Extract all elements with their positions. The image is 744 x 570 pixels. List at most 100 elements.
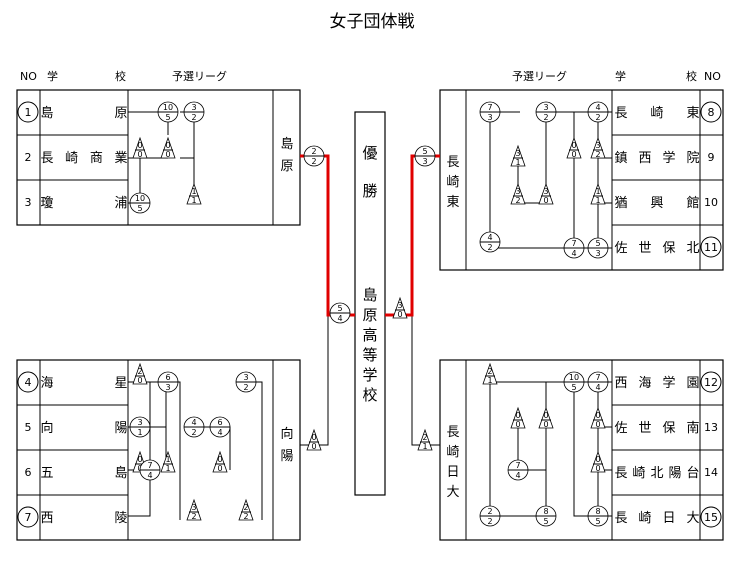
score-bottom: 5 xyxy=(165,113,170,122)
team-name-char: 西 xyxy=(638,151,651,166)
seed-circle xyxy=(700,371,722,393)
header-league-right: 予選リーグ xyxy=(512,69,567,83)
block-winner-top-left-char: 原 xyxy=(280,159,293,174)
team-name: 向陽 xyxy=(40,420,127,436)
team-name-char: 北 xyxy=(650,466,663,481)
score-bottom: 0 xyxy=(137,150,142,159)
score-top: 0 xyxy=(595,455,600,464)
score-bottom: 2 xyxy=(543,113,548,122)
team-name-char: 佐 xyxy=(614,421,627,436)
score-top: 7 xyxy=(595,373,600,382)
team-no: 2 xyxy=(25,151,32,164)
score-bottom: 2 xyxy=(515,196,520,205)
score-bottom: 0 xyxy=(165,150,170,159)
score-top: 3 xyxy=(543,103,548,112)
score-triangle: 00 xyxy=(306,428,322,451)
score-circle: 74 xyxy=(139,459,161,481)
team-name-char: 台 xyxy=(686,466,699,481)
score-top: 8 xyxy=(543,507,548,516)
score-bottom: 4 xyxy=(571,249,576,258)
score-bottom: 4 xyxy=(217,428,222,437)
score-bottom: 0 xyxy=(571,150,576,159)
score-top: 1 xyxy=(595,187,600,196)
team-name: 海星 xyxy=(40,376,127,391)
score-bottom: 0 xyxy=(311,442,316,451)
block-winner-bottom-right-char: 日 xyxy=(446,465,459,480)
score-circle: 22 xyxy=(479,505,501,527)
champion-school-char: 高 xyxy=(362,326,377,344)
score-top: 4 xyxy=(487,233,492,242)
score-triangle: 11 xyxy=(590,182,606,205)
score-circle: 31 xyxy=(129,416,151,438)
score-circle: 74 xyxy=(587,371,609,393)
header-school-right: 学 xyxy=(615,69,626,83)
score-bottom: 1 xyxy=(422,442,427,451)
score-top: 3 xyxy=(137,418,142,427)
score-bottom: 0 xyxy=(397,310,402,319)
team-no: 11 xyxy=(704,241,718,254)
block-winner-bottom-right-char: 崎 xyxy=(446,445,459,460)
score-bottom: 0 xyxy=(543,196,548,205)
score-circle: 105 xyxy=(129,192,151,214)
team-no: 3 xyxy=(25,196,32,209)
score-triangle: 00 xyxy=(160,136,176,159)
score-top: 0 xyxy=(311,433,316,442)
score-top: 3 xyxy=(543,187,548,196)
team-no: 6 xyxy=(25,466,32,479)
winner-path-right xyxy=(385,154,440,317)
score-bottom: 5 xyxy=(137,204,142,213)
score-top: 2 xyxy=(137,367,142,376)
block-winner-top-left: 島原 xyxy=(280,137,293,174)
score-top: 7 xyxy=(487,103,492,112)
score-bottom: 3 xyxy=(422,157,427,166)
league-lines-left-bottom xyxy=(128,381,263,520)
score-triangle: 31 xyxy=(510,144,526,167)
score-top: 8 xyxy=(595,507,600,516)
score-top: 2 xyxy=(487,507,492,516)
score-top: 3 xyxy=(595,141,600,150)
team-name-char: 西 xyxy=(40,511,53,526)
block-winner-bottom-left: 向陽 xyxy=(280,426,293,464)
champion-school-char: 等 xyxy=(362,346,377,364)
team-name-char: 大 xyxy=(686,511,699,526)
score-top: 3 xyxy=(191,503,196,512)
score-circle: 64 xyxy=(209,416,231,438)
score-top: 3 xyxy=(397,301,402,310)
page-title: 女子団体戦 xyxy=(330,12,415,32)
score-top: 10 xyxy=(569,373,579,382)
team-name-char: 園 xyxy=(686,376,699,391)
team-name: 五島 xyxy=(40,466,127,481)
score-circle: 42 xyxy=(479,231,501,253)
score-bottom: 3 xyxy=(165,383,170,392)
score-bottom: 3 xyxy=(487,113,492,122)
left-bottom-table xyxy=(16,359,301,541)
champion-school-char: 学 xyxy=(362,366,377,384)
score-triangle: 32 xyxy=(510,182,526,205)
score-bottom: 2 xyxy=(191,512,196,521)
team-name-char: 海 xyxy=(40,376,53,391)
league-lines-right-bottom xyxy=(489,381,612,517)
score-circle: 85 xyxy=(535,505,557,527)
score-top: 10 xyxy=(163,103,173,112)
score-bottom: 4 xyxy=(147,471,152,480)
seed-circle xyxy=(17,506,39,528)
team-name-char: 世 xyxy=(638,241,651,256)
team-name-char: 興 xyxy=(650,196,663,211)
score-bottom: 2 xyxy=(243,512,248,521)
team-name: 西海学園 xyxy=(614,375,699,391)
score-circle: 42 xyxy=(183,416,205,438)
champion-school-char: 島 xyxy=(362,286,377,304)
score-circle: 74 xyxy=(507,459,529,481)
block-winner-top-left-char: 島 xyxy=(280,137,293,152)
score-markers: 1053200001051122206332314264001100743222… xyxy=(129,101,609,527)
score-bottom: 5 xyxy=(543,517,548,526)
score-top: 3 xyxy=(515,187,520,196)
score-bottom: 2 xyxy=(595,113,600,122)
header-school-left: 学 xyxy=(47,69,58,83)
team-name-char: 館 xyxy=(686,196,699,211)
seed-circle xyxy=(700,101,722,123)
team-name-char: 長 xyxy=(614,466,627,481)
